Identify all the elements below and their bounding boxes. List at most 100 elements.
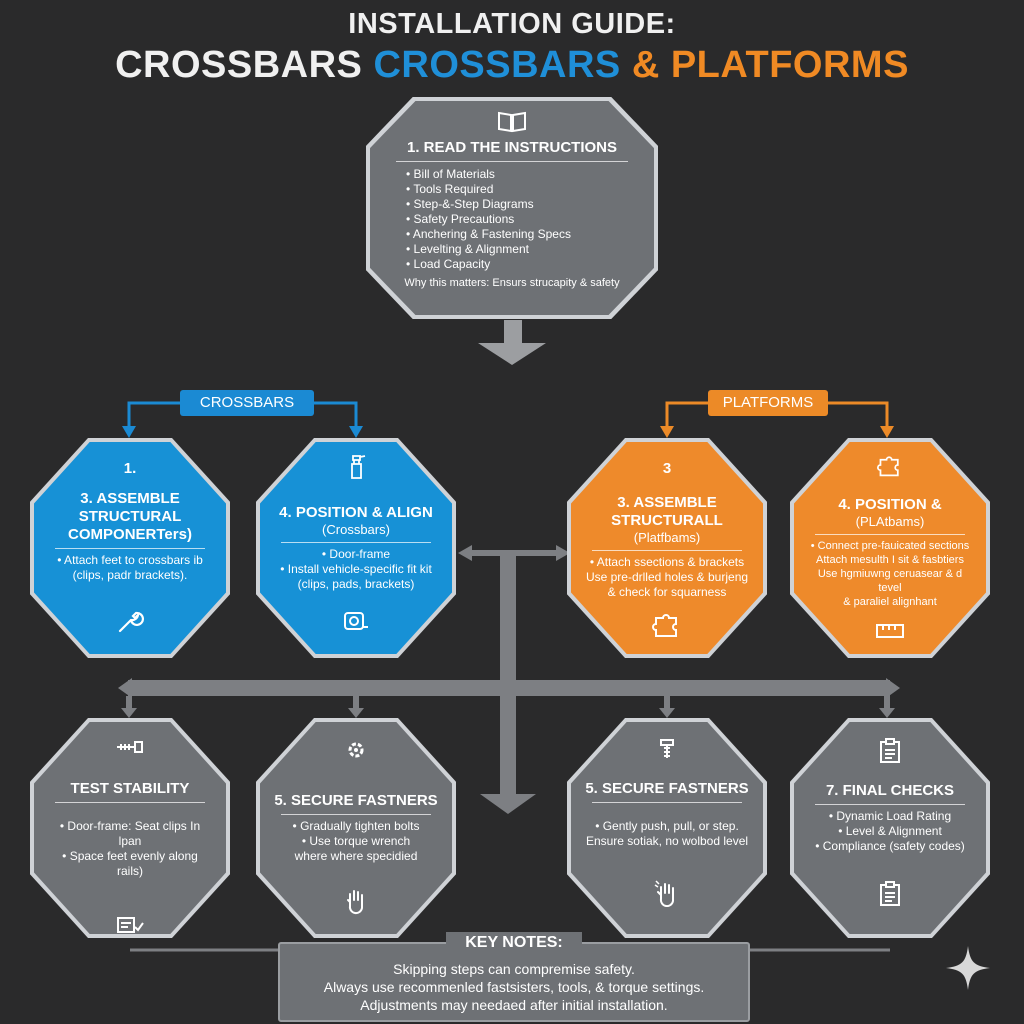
key-note-line: Skipping steps can compremise safety. xyxy=(393,961,635,977)
card-text: Use pre-drlled holes & burjeng xyxy=(585,570,749,584)
hand-icon xyxy=(347,890,363,915)
crossbars-arrow-right xyxy=(349,426,363,438)
central-arrow-down xyxy=(480,794,536,814)
card-text: where where specidied xyxy=(294,849,418,863)
card-text: • Gently push, pull, or step. xyxy=(595,819,739,833)
test-stability-card: TEST STABILITY • Door-frame: Seat clips … xyxy=(30,718,230,938)
card-title: STRUCTURALL xyxy=(611,512,723,529)
secure-fastners-right-card: 5. SECURE FASTNERS • Gently push, pull, … xyxy=(567,718,767,938)
step-number: 1. xyxy=(123,460,137,477)
card-text: • Install vehicle-specific fit kit xyxy=(280,562,432,576)
wrench-icon xyxy=(118,611,144,633)
why-this-matters: Why this matters: Ensurs strucapity & sa… xyxy=(404,277,620,289)
card-text: • Gradually tighten bolts xyxy=(292,819,420,833)
puzzle-icon xyxy=(652,614,677,637)
card-title: 3. ASSEMBLE xyxy=(617,494,717,511)
mid-arrow-left xyxy=(458,545,472,561)
screw-icon xyxy=(660,739,674,758)
read-instructions-list: Bill of Materials Tools Required Step-&-… xyxy=(406,167,571,272)
card-title: COMPONERTers) xyxy=(68,526,192,543)
bolt-icon xyxy=(117,741,143,753)
platforms-arrow-right xyxy=(880,426,894,438)
card-text: • Door-frame: Seat clips In lpan xyxy=(59,819,201,848)
title-crossbars-blue: CROSSBARS xyxy=(373,44,621,86)
list-item: Safety Precautions xyxy=(406,212,571,227)
tape-measure-icon xyxy=(344,612,368,630)
crossbars-position-card: 4. POSITION & ALIGN (Crossbars) • Door-f… xyxy=(256,438,456,658)
card-title: 5. SECURE FASTNERS xyxy=(274,792,438,809)
card-title: STRUCTURAL xyxy=(78,508,182,525)
title-crossbars-white: CROSSBARS xyxy=(115,44,363,86)
step-number: 3 xyxy=(662,460,672,477)
card-text: • Dynamic Load Rating xyxy=(828,809,952,823)
down-arrow-head xyxy=(478,343,546,365)
card-subtitle: (Crossbars) xyxy=(322,522,390,537)
sparkle-icon xyxy=(946,946,990,990)
card-subtitle: (PLAtbams) xyxy=(855,514,925,529)
platforms-assemble-card: 3 3. ASSEMBLE STRUCTURALL (Platfbams) • … xyxy=(567,438,767,658)
main-bus xyxy=(128,680,890,696)
card-text: (clips, pads, brackets) xyxy=(297,577,415,591)
card-title: 7. FINAL CHECKS xyxy=(825,782,955,799)
card-text: • Door-frame xyxy=(321,547,391,561)
page-title-line2: CROSSBARS CROSSBARS & PLATFORMS xyxy=(0,44,1024,87)
key-note-line: Always use recommenled fastsisters, tool… xyxy=(323,979,705,995)
gear-icon xyxy=(348,742,364,758)
card-text: • Attach ssections & brackets xyxy=(589,555,745,569)
key-notes-title: KEY NOTES: xyxy=(446,932,582,954)
crossbars-branch xyxy=(127,401,358,428)
list-item: Bill of Materials xyxy=(406,167,571,182)
crossbars-branch-label: CROSSBARS xyxy=(180,390,314,416)
bus-arrow-right xyxy=(886,678,900,698)
list-item: Anchering & Fastening Specs xyxy=(406,227,571,242)
bus-arrow-left xyxy=(118,678,132,698)
clipboard-icon xyxy=(880,738,900,763)
read-instructions-card: 1. READ THE INSTRUCTIONS Bill of Materia… xyxy=(366,97,658,319)
mid-arrow-right xyxy=(556,545,570,561)
platforms-arrow-left xyxy=(660,426,674,438)
card-text: • Space feet evenly along rails) xyxy=(62,849,198,878)
clipboard-icon xyxy=(880,881,900,906)
card-text: • Level & Alignment xyxy=(838,824,942,838)
card-text: • Use torque wrench xyxy=(301,834,411,848)
card-title: 5. SECURE FASTNERS xyxy=(585,780,749,797)
central-trunk xyxy=(500,556,516,796)
crossbars-assemble-card: 1. 3. ASSEMBLE STRUCTURAL COMPONERTers) … xyxy=(30,438,230,658)
card-text: (clips, padr brackets). xyxy=(72,568,188,582)
card-title: 4. POSITION & xyxy=(838,496,942,513)
card-text: & paraliel alignhant xyxy=(843,596,937,608)
card-text: • Compliance (safety codes) xyxy=(815,839,965,853)
read-instructions-title: 1. READ THE INSTRUCTIONS xyxy=(406,139,617,156)
card-text: Use hgmiuwng ceruasear & d tevel xyxy=(817,568,963,594)
list-item: Load Capacity xyxy=(406,257,571,272)
book-icon xyxy=(498,111,526,133)
card-text: Attach mesulth I sit & fasbtiers xyxy=(816,554,964,566)
platforms-branch xyxy=(665,401,889,428)
title-platforms-orange: & PLATFORMS xyxy=(631,44,909,86)
puzzle-icon xyxy=(877,456,899,477)
list-item: Step-&-Step Diagrams xyxy=(406,197,571,212)
card-title: TEST STABILITY xyxy=(70,780,190,797)
key-notes-panel: KEY NOTES: Skipping steps can compremise… xyxy=(278,932,750,1022)
key-note-line: Adjustments may needaed after initial in… xyxy=(360,997,668,1013)
list-item: Tools Required xyxy=(406,182,571,197)
ruler-icon xyxy=(876,624,904,638)
platforms-branch-label: PLATFORMS xyxy=(708,390,828,416)
vehicle-check-icon xyxy=(117,917,144,933)
hand-push-icon xyxy=(654,880,674,907)
card-subtitle: (Platfbams) xyxy=(633,530,701,545)
down-arrow-stem xyxy=(504,320,522,344)
card-text: & check for squarness xyxy=(607,585,727,599)
card-text: Ensure sotiak, no wolbod level xyxy=(585,834,749,848)
list-item: Levelting & Alignment xyxy=(406,242,571,257)
card-title: 3. ASSEMBLE xyxy=(80,490,180,507)
crossbars-arrow-left xyxy=(122,426,136,438)
card-text: • Connect pre-fauicated sections xyxy=(810,540,970,552)
page-title-line1: INSTALLATION GUIDE: xyxy=(348,8,676,40)
platforms-position-card: 4. POSITION & (PLAtbams) • Connect pre-f… xyxy=(790,438,990,658)
card-title: 4. POSITION & ALIGN xyxy=(279,504,433,521)
final-checks-card: 7. FINAL CHECKS • Dynamic Load Rating • … xyxy=(790,718,990,938)
mid-connector xyxy=(468,550,560,556)
card-text: • Attach feet to crossbars ib xyxy=(57,553,203,567)
